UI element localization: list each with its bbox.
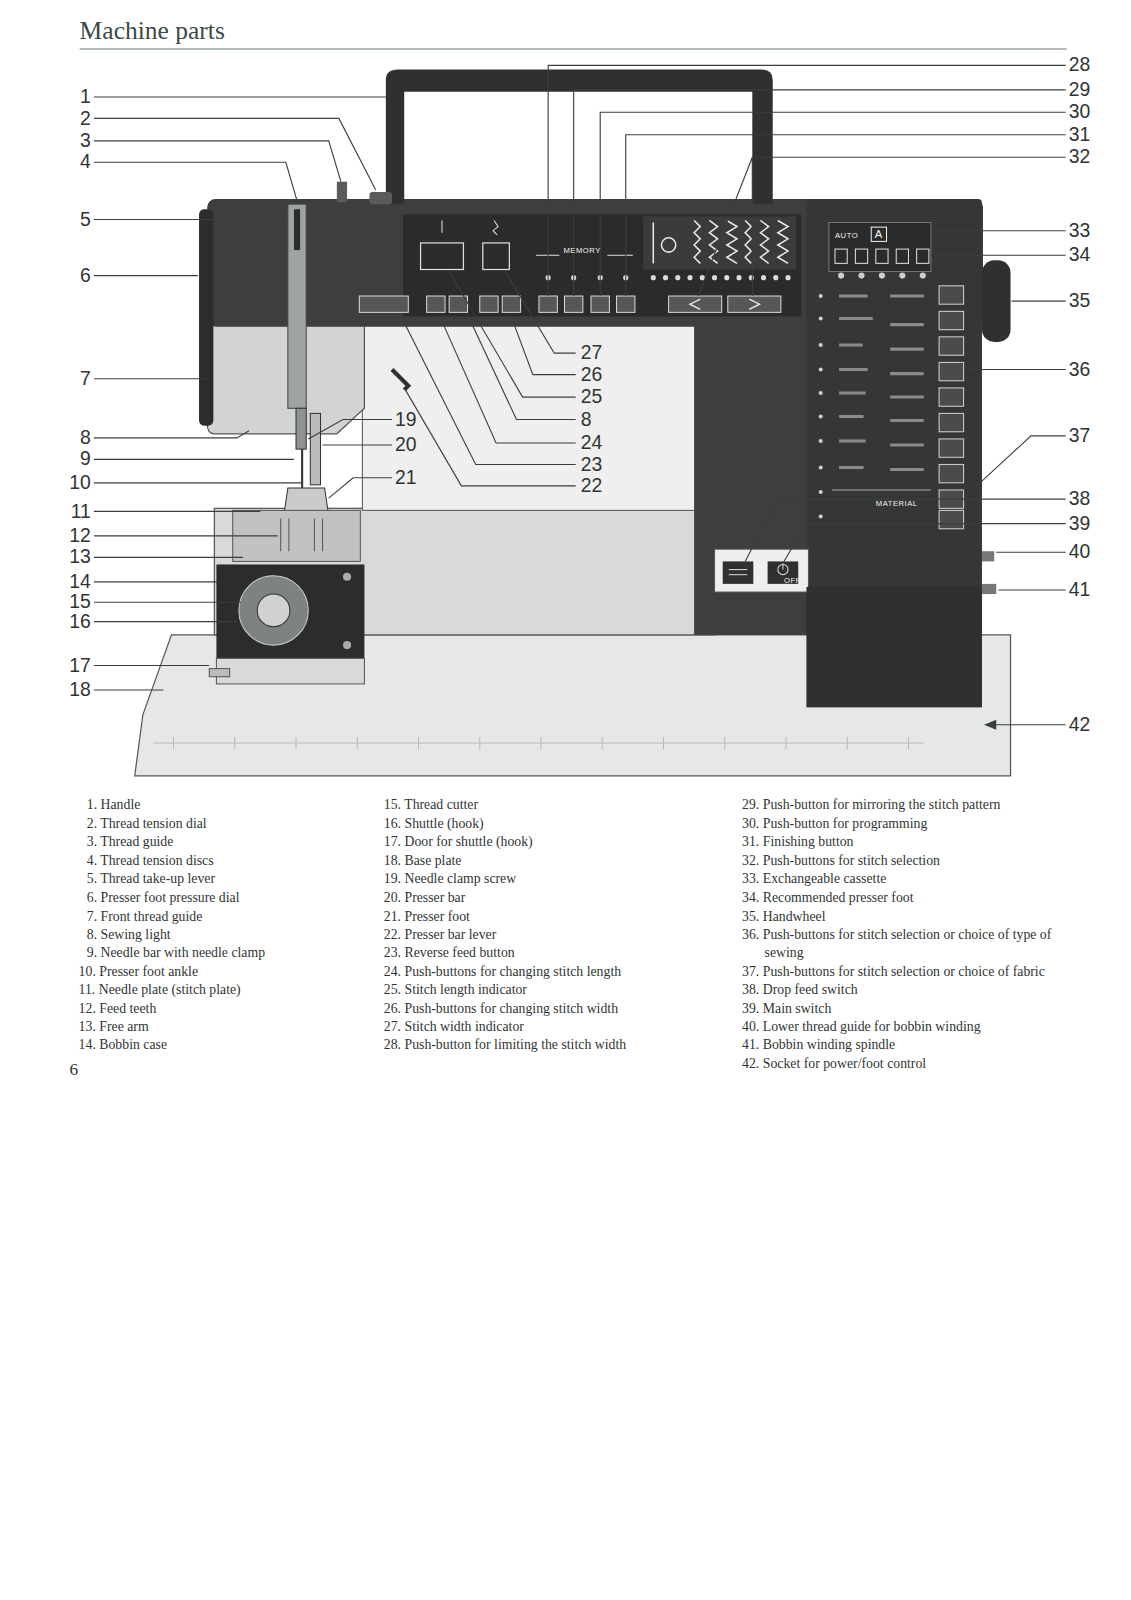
part-list-entry: 29. Push-button for mirroring the stitch… [742,796,1000,814]
callout-number: 4 [50,151,91,173]
part-list-entry: 27. Stitch width indicator [384,1018,524,1036]
part-list-entry: 41. Bobbin winding spindle [742,1036,895,1054]
part-list-entry: 14. Bobbin case [79,1036,167,1054]
callout-number: 14 [50,571,91,593]
callout-number: 26 [581,363,603,385]
callout-number: 40 [1069,541,1091,563]
callout-number: 10 [50,472,91,494]
part-list-entry: 26. Push-buttons for changing stitch wid… [384,999,618,1017]
part-list-entry: 21. Presser foot [384,907,470,925]
part-list-entry: 3. Thread guide [87,833,174,851]
callout-number: 25 [581,386,603,408]
callout-number: 21 [395,466,417,488]
part-list-entry: 7. Front thread guide [87,907,203,925]
panel-text: OFF [784,576,801,585]
part-list-entry: 32. Push-buttons for stitch selection [742,852,940,870]
part-list-entry: 22. Presser bar lever [384,926,497,944]
callout-number: 12 [50,525,91,547]
callout-number: 38 [1069,488,1091,510]
callout-number: 42 [1069,714,1091,736]
callout-number: 8 [50,427,91,449]
part-list-entry: 28. Push-button for limiting the stitch … [384,1036,626,1054]
callout-number: 24 [581,432,603,454]
callout-number: 6 [50,264,91,286]
panel-text: A [871,227,887,242]
callout-number: 34 [1069,244,1091,266]
callout-number: 29 [1069,79,1091,101]
part-list-entry: 25. Stitch length indicator [384,981,527,999]
part-list-entry: 4. Thread tension discs [87,852,214,870]
page-title: Machine parts [80,16,225,45]
part-list-entry: 23. Reverse feed button [384,944,515,962]
part-list-entry: 31. Finishing button [742,833,853,851]
part-list-entry: 33. Exchangeable cassette [742,870,886,888]
part-list-entry: 2. Thread tension dial [87,815,207,833]
callout-number: 39 [1069,512,1091,534]
part-list-entry: 17. Door for shuttle (hook) [384,833,533,851]
page-number: 6 [69,1060,78,1080]
part-list-entry: 15. Thread cutter [384,796,478,814]
callout-number: 1 [50,86,91,108]
callout-number: 28 [1069,54,1091,76]
callout-number: 16 [50,610,91,632]
callout-number: 33 [1069,219,1091,241]
part-list-entry: 40. Lower thread guide for bobbin windin… [742,1018,980,1036]
panel-text: AUTO [835,231,858,240]
callout-number: 7 [50,367,91,389]
part-list-entry: 19. Needle clamp screw [384,870,516,888]
part-list-entry: 8. Sewing light [87,926,171,944]
part-list-entry: 5. Thread take-up lever [87,870,215,888]
callout-number: 9 [50,448,91,470]
part-list-entry: 13. Free arm [79,1018,149,1036]
callout-number: 37 [1069,425,1091,447]
callout-number: 31 [1069,124,1091,146]
callout-number: 2 [50,107,91,129]
part-list-entry: 10. Presser foot ankle [79,962,198,980]
part-list-entry: 38. Drop feed switch [742,981,858,999]
callout-number: 18 [50,679,91,701]
part-list-entry: 12. Feed teeth [79,999,157,1017]
callout-number: 15 [50,591,91,613]
part-list-entry: 6. Presser foot pressure dial [87,889,240,907]
callout-number: 11 [50,500,91,522]
part-list-entry: 39. Main switch [742,999,831,1017]
part-list-entry: 11. Needle plate (stitch plate) [79,981,241,999]
part-list-entry: 36. Push-buttons for stitch selection or… [742,926,1071,963]
part-list-entry: 18. Base plate [384,852,462,870]
part-list-entry: 9. Needle bar with needle clamp [87,944,265,962]
callout-number: 32 [1069,146,1091,168]
callout-number: 35 [1069,290,1091,312]
part-list-entry: 20. Presser bar [384,889,466,907]
part-list-entry: 1. Handle [87,796,141,814]
callout-number: 23 [581,453,603,475]
callout-number: 22 [581,475,603,497]
part-list-entry: 42. Socket for power/foot control [742,1055,926,1073]
callout-number: 20 [395,434,417,456]
callout-number: 36 [1069,358,1091,380]
callout-number: 5 [50,208,91,230]
part-list-entry: 35. Handwheel [742,907,825,925]
part-list-entry: 30. Push-button for programming [742,815,927,833]
callout-number: 30 [1069,101,1091,123]
callout-number: 8 [581,408,592,430]
part-list-entry: 34. Recommended presser foot [742,889,913,907]
panel-text: MATERIAL [876,499,918,508]
part-list-entry: 16. Shuttle (hook) [384,815,484,833]
callout-number: 41 [1069,579,1091,601]
callout-number: 3 [50,130,91,152]
panel-text: MEMORY [563,246,600,255]
callout-number: 27 [581,342,603,364]
callout-number: 13 [50,546,91,568]
callout-number: 17 [50,654,91,676]
part-list-entry: 24. Push-buttons for changing stitch len… [384,962,621,980]
callout-number: 19 [395,408,417,430]
part-list-entry: 37. Push-buttons for stitch selection or… [742,962,1045,980]
